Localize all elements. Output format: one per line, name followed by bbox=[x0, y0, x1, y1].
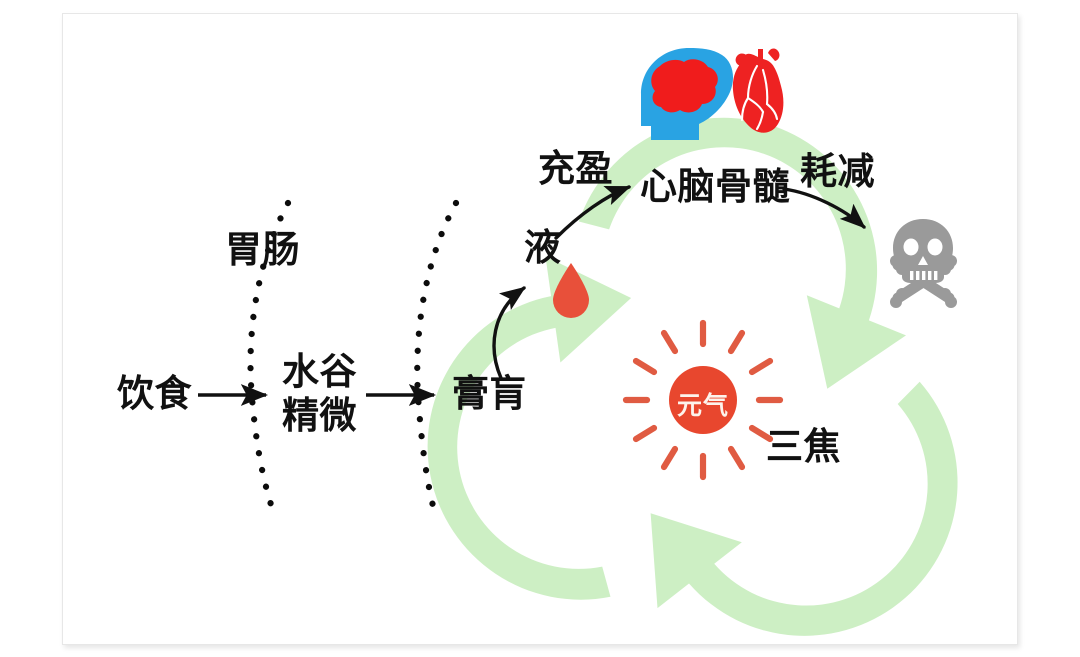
arrow-gaohuang-to-fluid bbox=[492, 286, 526, 380]
arrow-fluid-to-marrow bbox=[554, 185, 632, 240]
label-fullness: 充盈 bbox=[538, 148, 613, 189]
label-fluid: 液 bbox=[524, 227, 562, 268]
label-water-grain-essence-line1: 水谷 bbox=[282, 351, 357, 392]
dotted-barrier-second bbox=[414, 199, 460, 514]
label-stomach-intestine: 胃肠 bbox=[225, 229, 300, 270]
label-san-jiao: 三焦 bbox=[766, 426, 841, 467]
label-gao-huang: 膏肓 bbox=[452, 373, 527, 414]
head-brain-icon bbox=[641, 48, 734, 140]
arrow-marrow-to-death bbox=[782, 187, 866, 229]
label-yuan-qi: 元气 bbox=[677, 392, 730, 420]
label-water-grain-essence-line2: 精微 bbox=[282, 395, 357, 436]
label-heart-brain-marrow: 心脑骨髓 bbox=[640, 166, 790, 207]
sun-icon bbox=[622, 319, 784, 481]
blood-drop-icon bbox=[553, 263, 589, 318]
label-depletion: 耗减 bbox=[800, 151, 875, 192]
label-food: 饮食 bbox=[117, 373, 192, 414]
recycle-arrows-icon bbox=[427, 117, 958, 636]
skull-crossbones-icon bbox=[890, 219, 957, 308]
heart-icon bbox=[732, 48, 784, 133]
